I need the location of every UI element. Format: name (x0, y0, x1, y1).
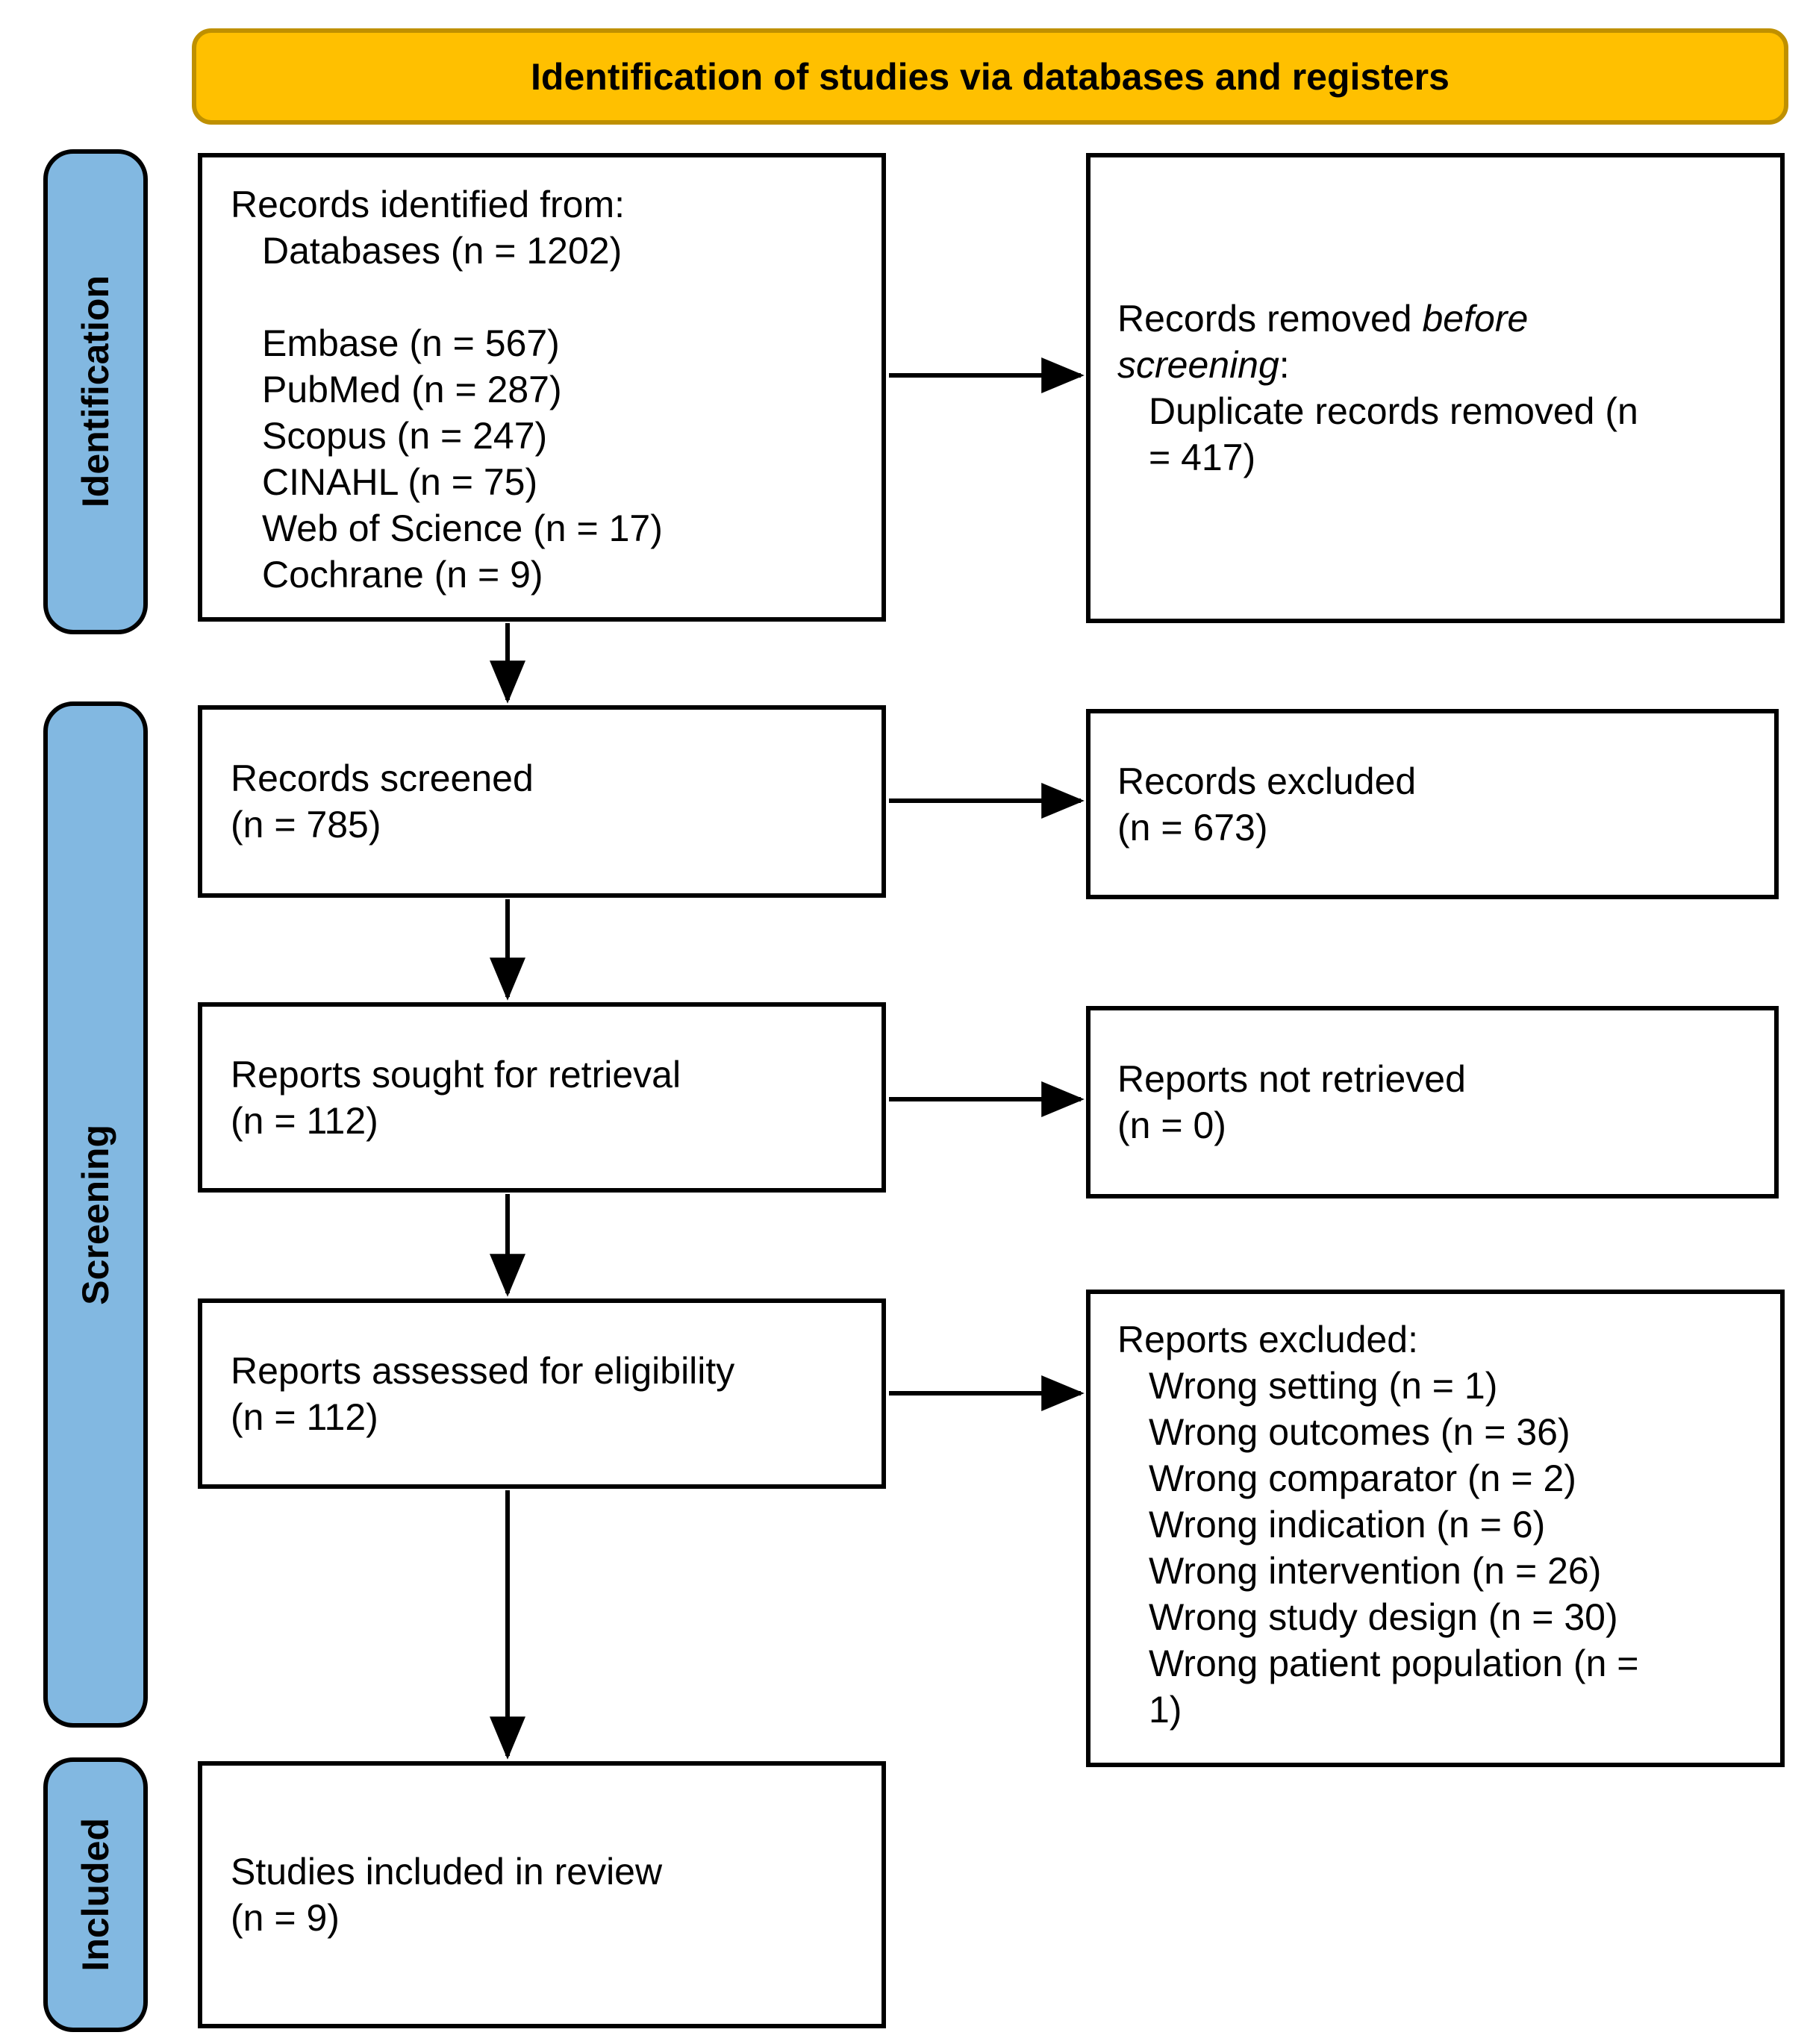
text-line: Records screened (231, 757, 534, 799)
text-line: Reports assessed for eligibility (231, 1349, 735, 1392)
exclusion-reason: Wrong indication (n = 6) (1149, 1504, 1546, 1545)
stage-label-included: Included (43, 1757, 148, 2032)
text-line: CINAHL (n = 75) (262, 461, 538, 503)
text-line: Scopus (n = 247) (262, 415, 548, 457)
stage-label-text: Identification (75, 275, 116, 508)
stage-label-screening: Screening (43, 701, 148, 1728)
banner: Identification of studies via databases … (192, 28, 1788, 125)
exclusion-reason: Wrong patient population (n = 1) (1149, 1643, 1639, 1731)
box-studies-included-in-review: Studies included in review (n = 9) (198, 1761, 886, 2028)
box-reports-excluded: Reports excluded: Wrong setting (n = 1) … (1086, 1290, 1785, 1767)
text-line (231, 274, 870, 320)
box-records-removed-before-screening: Records removed before screening: Duplic… (1086, 153, 1785, 623)
text-line: Reports excluded: (1117, 1319, 1419, 1360)
text-line: Reports not retrieved (1117, 1058, 1466, 1100)
text-line: Records removed before screening: (1117, 296, 1595, 388)
exclusion-reason: Wrong comparator (n = 2) (1149, 1457, 1576, 1499)
text-line: Studies included in review (231, 1851, 663, 1893)
text-line: PubMed (n = 287) (262, 369, 562, 410)
text-line: Embase (n = 567) (262, 322, 560, 364)
box-records-identified: Records identified from: Databases (n = … (198, 153, 886, 622)
text-line: (n = 112) (231, 1099, 378, 1142)
banner-title: Identification of studies via databases … (531, 55, 1450, 98)
text-line: (n = 785) (231, 804, 381, 846)
box-reports-assessed-for-eligibility: Reports assessed for eligibility (n = 11… (198, 1298, 886, 1489)
text-line: Web of Science (n = 17) (262, 507, 663, 549)
box-reports-not-retrieved: Reports not retrieved (n = 0) (1086, 1006, 1779, 1198)
text-line: (n = 112) (231, 1396, 378, 1438)
text-line: Records identified from: (231, 184, 625, 225)
text-segment: : (1279, 344, 1290, 386)
text-line: (n = 0) (1117, 1104, 1226, 1146)
exclusion-reason: Wrong outcomes (n = 36) (1149, 1411, 1570, 1453)
text-line: (n = 673) (1117, 806, 1268, 848)
text-segment-italic: before screening (1117, 298, 1529, 386)
text-segment: Records removed (1117, 298, 1423, 340)
text-line: Records excluded (1117, 760, 1417, 802)
box-records-screened: Records screened (n = 785) (198, 705, 886, 898)
text-line: Cochrane (n = 9) (262, 554, 543, 596)
box-reports-sought-for-retrieval: Reports sought for retrieval (n = 112) (198, 1002, 886, 1193)
exclusion-reason: Wrong study design (n = 30) (1149, 1596, 1618, 1638)
stage-label-text: Screening (75, 1124, 116, 1305)
text-line: Databases (n = 1202) (262, 230, 623, 272)
box-records-excluded: Records excluded (n = 673) (1086, 709, 1779, 899)
exclusion-reason: Wrong setting (n = 1) (1149, 1365, 1498, 1407)
stage-label-text: Included (75, 1818, 116, 1972)
text-line: Reports sought for retrieval (231, 1053, 681, 1096)
stage-label-identification: Identification (43, 149, 148, 634)
text-line: (n = 9) (231, 1897, 340, 1939)
exclusion-reason: Wrong intervention (n = 26) (1149, 1550, 1602, 1592)
text-line: Duplicate records removed (n = 417) (1149, 390, 1638, 478)
